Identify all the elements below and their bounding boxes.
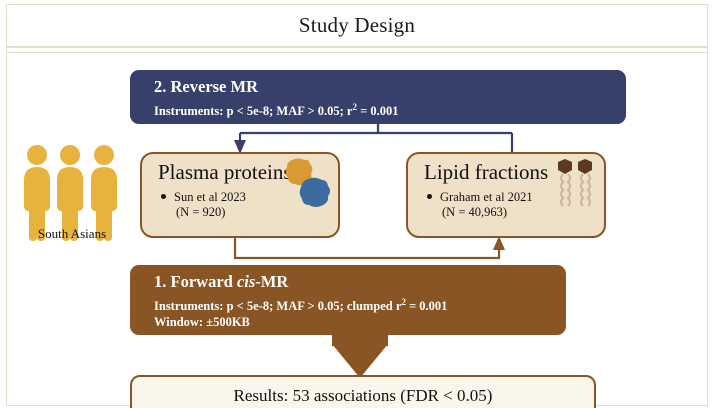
bullet-dot-icon xyxy=(161,194,166,199)
reverse-mr-heading: 2. Reverse MR xyxy=(154,77,258,96)
cohort-label: South Asians xyxy=(37,226,107,241)
forward-mr-heading-prefix: 1. Forward xyxy=(154,272,237,291)
lipid-molecule-icon xyxy=(558,159,592,207)
forward-mr-heading-suffix: -MR xyxy=(255,272,289,291)
plasma-proteins-citation-text: Sun et al 2023 xyxy=(174,190,246,204)
plasma-proteins-box: Plasma proteins Sun et al 2023 (N = 920) xyxy=(140,152,340,238)
protein-blob-orange-icon xyxy=(285,158,313,186)
protein-blob-blue-icon xyxy=(299,177,330,207)
forward-mr-instruments-main: Instruments: p < 5e-8; MAF > 0.05; clump… xyxy=(154,299,402,314)
reverse-mr-instruments-tail: = 0.001 xyxy=(356,104,399,119)
forward-mr-heading-italic: cis xyxy=(236,272,256,291)
plasma-proteins-title: Plasma proteins xyxy=(158,160,292,184)
lipid-fractions-title: Lipid fractions xyxy=(424,160,549,184)
plasma-proteins-citation: Sun et al 2023 xyxy=(161,189,246,205)
forward-mr-instruments-superscript: 2 xyxy=(401,297,406,307)
reverse-mr-instruments-superscript: 2 xyxy=(352,102,357,112)
reverse-mr-box: 2. Reverse MR Instruments: p < 5e-8; MAF… xyxy=(130,70,626,124)
lipid-fractions-citation-text: Graham et al 2021 xyxy=(440,190,533,204)
forward-mr-box: 1. Forward cis-MR Instruments: p < 5e-8;… xyxy=(130,265,566,335)
figure-body xyxy=(6,52,708,406)
page-title: Study Design xyxy=(298,12,416,37)
figure-title-band: Study Design xyxy=(6,4,708,48)
reverse-mr-instruments-main: Instruments: p < 5e-8; MAF > 0.05; r xyxy=(154,104,353,119)
forward-mr-heading: 1. Forward cis-MR xyxy=(154,272,566,292)
results-box: Results: 53 associations (FDR < 0.05) xyxy=(130,375,596,408)
lipid-fractions-citation: Graham et al 2021 xyxy=(427,189,533,205)
forward-mr-window: Window: ±500KB xyxy=(154,315,250,330)
forward-mr-instruments: Instruments: p < 5e-8; MAF > 0.05; clump… xyxy=(154,294,566,314)
results-text: Results: 53 associations (FDR < 0.05) xyxy=(233,386,493,405)
three-people-icon xyxy=(24,145,117,241)
lipid-fractions-box: Lipid fractions Graham et al 2021 (N = 4… xyxy=(406,152,606,238)
lipid-fractions-sample-size: (N = 40,963) xyxy=(442,205,508,219)
brown-arrow-down-to-results xyxy=(332,332,388,378)
forward-mr-instruments-tail: = 0.001 xyxy=(405,299,448,314)
plasma-proteins-sample-size: (N = 920) xyxy=(176,205,226,219)
reverse-mr-instruments: Instruments: p < 5e-8; MAF > 0.05; r2 = … xyxy=(154,99,626,119)
bullet-dot-icon xyxy=(427,194,432,199)
